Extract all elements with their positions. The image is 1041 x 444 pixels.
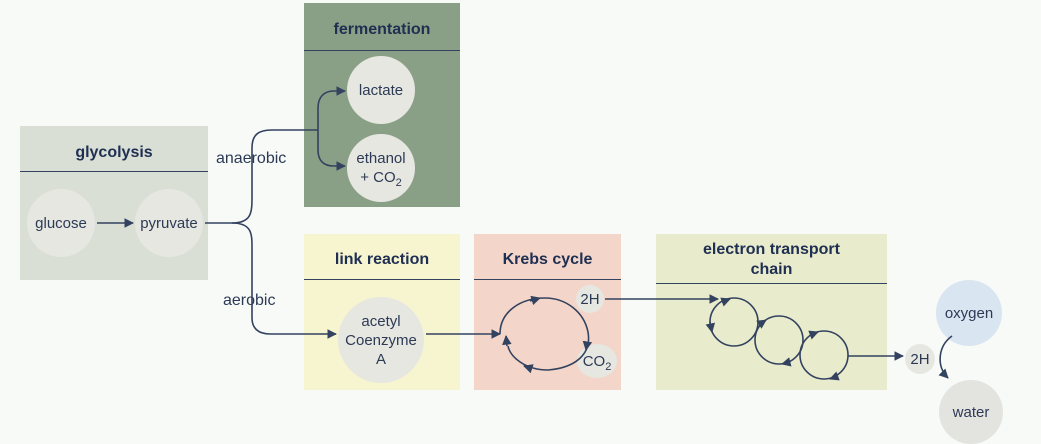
acetyl-label-line1: acetyl	[361, 312, 401, 330]
glycolysis-rule	[20, 171, 208, 172]
water-label: water	[952, 403, 990, 421]
lactate-node: lactate	[347, 56, 415, 124]
krebs-cycle-title: Krebs cycle	[502, 251, 593, 268]
glucose-node: glucose	[27, 189, 95, 257]
fermentation-title: fermentation	[333, 21, 431, 38]
krebs-cycle-arrow-right	[582, 340, 593, 351]
to-ethanol-arrow	[317, 130, 346, 171]
oxygen-label: oxygen	[944, 304, 994, 322]
lactate-label: lactate	[358, 81, 404, 99]
acetyl-label-line2: Coenzyme	[345, 331, 417, 349]
etc-arrow-1	[720, 297, 731, 307]
aerobic-label: aerobic	[223, 292, 276, 309]
to-lactate-arrow	[317, 86, 346, 130]
ethanol-co2-label: + CO2	[360, 169, 402, 189]
pyruvate-label: pyruvate	[140, 214, 198, 232]
etc-arrow-5	[808, 330, 819, 340]
electron-transport-rule	[656, 283, 887, 284]
ethanol-label: ethanol	[356, 150, 406, 167]
krebs-2h-label: 2H	[580, 290, 600, 308]
etc-2h-node: 2H	[905, 344, 935, 374]
glycolysis-title: glycolysis	[75, 144, 153, 161]
etc-arrow-2	[705, 321, 716, 333]
electron-transport-title-line1: electron transport	[703, 241, 840, 258]
oxygen-node: oxygen	[936, 280, 1002, 346]
link-reaction-title: link reaction	[334, 251, 430, 268]
ethanol-node: ethanol + CO2	[347, 134, 415, 202]
anaerobic-label: anaerobic	[216, 150, 287, 167]
link-reaction-rule	[304, 279, 460, 280]
etc-arrow-6	[829, 371, 840, 381]
aerobic-branch-line	[231, 222, 337, 339]
etc-carrier-2	[754, 315, 804, 365]
fermentation-rule	[304, 50, 460, 51]
etc-carrier-1	[709, 297, 759, 347]
electron-transport-title-line2: chain	[750, 261, 793, 278]
krebs-2h-node: 2H	[576, 285, 604, 313]
oxygen-to-water-curve	[938, 335, 953, 379]
etc-arrow-4	[781, 357, 792, 367]
etc-carrier-3	[799, 330, 849, 380]
etc-2h-label: 2H	[910, 350, 930, 368]
acetyl-label-line3: A	[375, 350, 386, 368]
krebs-cycle-loop	[499, 297, 590, 371]
krebs-cycle-arrow-bottom	[523, 364, 534, 374]
pyruvate-node: pyruvate	[135, 189, 203, 257]
krebs-cycle-arrow-left	[502, 335, 512, 347]
krebs-co2-label: CO2	[582, 352, 612, 373]
electron-transport-panel: electron transport chain	[656, 234, 887, 390]
anaerobic-branch-line	[231, 129, 318, 224]
etc-arrow-3	[756, 319, 767, 329]
acetyl-coenzyme-a-node: acetyl Coenzyme A	[338, 297, 424, 383]
water-node: water	[939, 380, 1003, 444]
krebs-cycle-arrow-top	[529, 295, 541, 306]
glucose-label: glucose	[35, 214, 87, 232]
krebs-cycle-rule	[474, 279, 621, 280]
